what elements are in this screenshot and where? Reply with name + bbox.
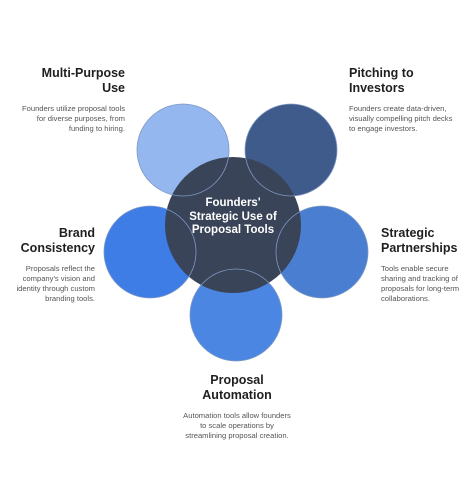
proposal-automation-title: Proposal Automation [202, 373, 272, 402]
pitching-outline [244, 103, 338, 197]
multi-purpose-description: Founders utilize proposal tools for dive… [22, 104, 125, 133]
label-strategic-partnerships: Strategic Partnerships Tools enable secu… [381, 226, 469, 304]
center-circle [165, 157, 301, 293]
strategic-partnerships-description: Tools enable secure sharing and tracking… [381, 264, 460, 303]
brand-consistency-outline [103, 205, 197, 299]
proposal-automation-description: Automation tools allow founders to scale… [183, 411, 291, 440]
label-proposal-automation: Proposal Automation Automation tools all… [180, 373, 294, 441]
pitching-description: Founders create data-driven, visually co… [349, 104, 453, 133]
multi-purpose-title: Multi-Purpose Use [41, 66, 125, 95]
pitching-title: Pitching to Investors [349, 66, 414, 95]
brand-consistency-title: Brand Consistency [20, 226, 95, 255]
multi-purpose-outline [136, 103, 230, 197]
label-multi-purpose: Multi-Purpose Use Founders utilize propo… [20, 66, 125, 134]
label-brand-consistency: Brand Consistency Proposals reflect the … [10, 226, 95, 304]
strategic-partnerships-title: Strategic Partnerships [381, 226, 458, 255]
brand-consistency-description: Proposals reflect the company's vision a… [16, 264, 95, 303]
label-pitching: Pitching to Investors Founders create da… [349, 66, 454, 134]
proposal-automation-circle [190, 269, 282, 361]
strategic-partnerships-outline [275, 205, 369, 299]
center-title: Founders' Strategic Use of Proposal Tool… [189, 197, 277, 236]
proposal-automation-outline [189, 268, 283, 362]
